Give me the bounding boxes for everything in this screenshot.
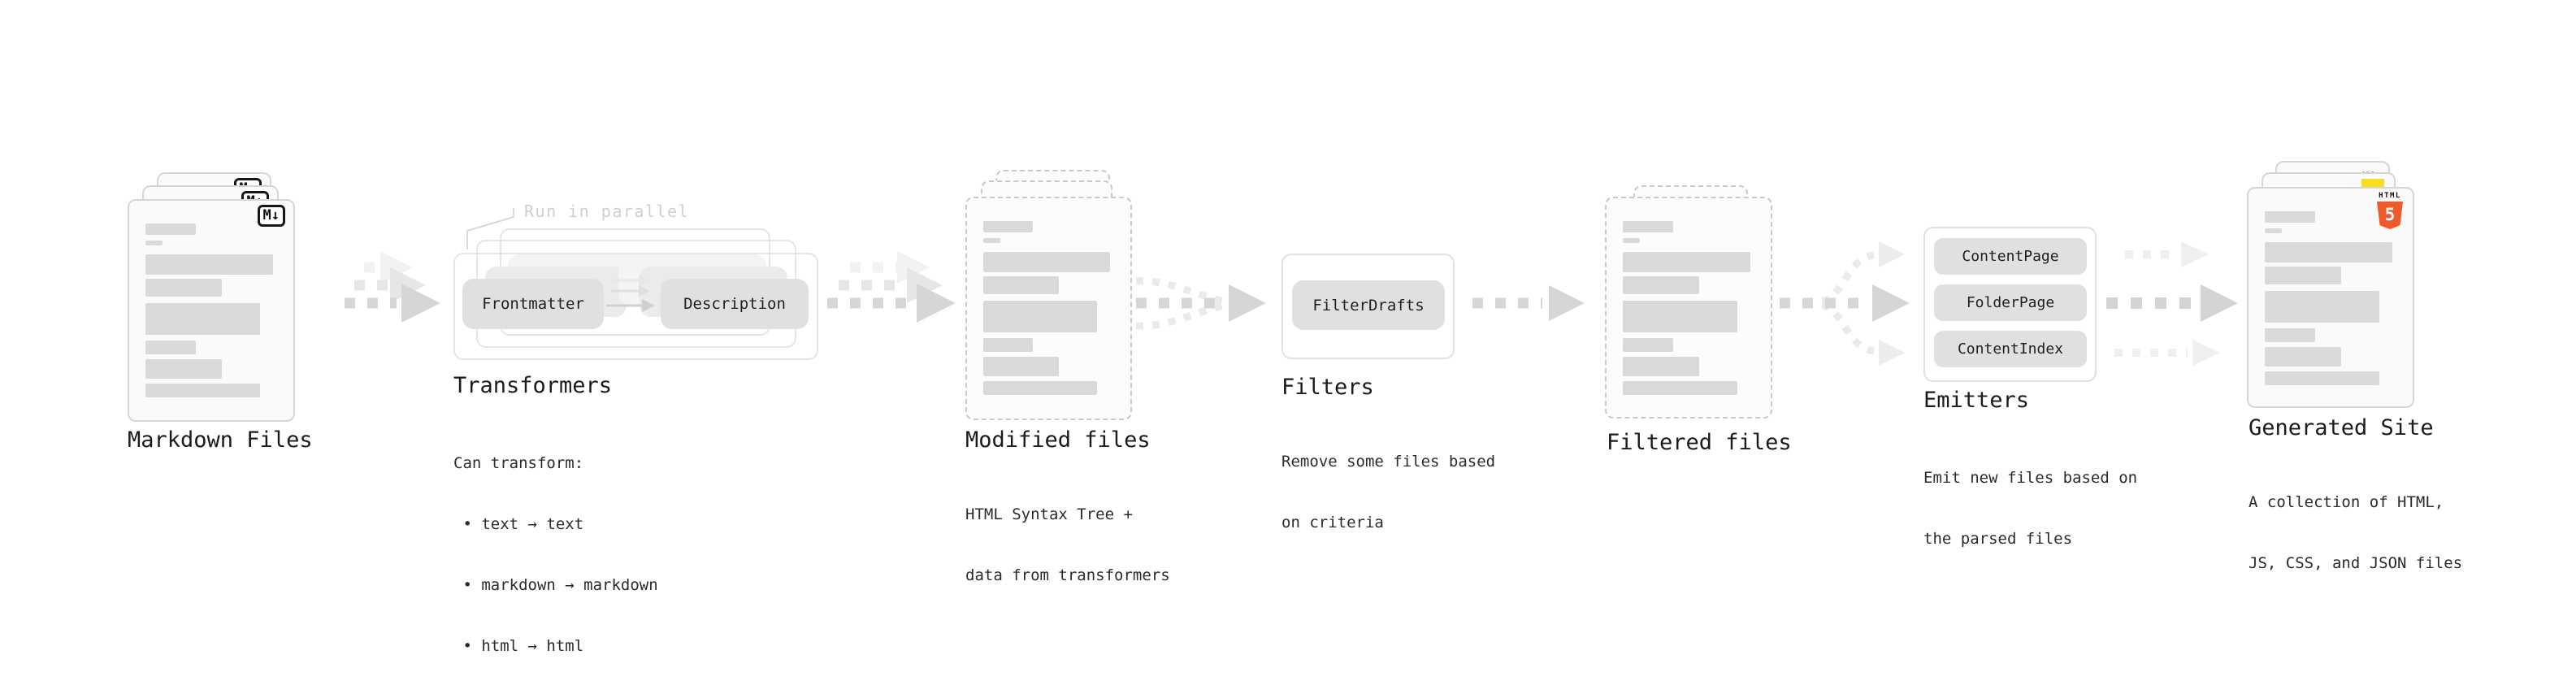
html5-icon-shield: 5 [2377,202,2403,229]
markdown-icon: M↓ [257,205,285,227]
desc-line: data from transformers [965,566,1170,584]
text-line-bar [145,340,196,354]
text-line-bar [1623,357,1699,376]
filtered-file-card-front [1605,197,1772,419]
arrow-filtered-to-emitters-split [1780,241,1910,366]
stage-desc-modified-files: HTML Syntax Tree + data from transformer… [965,464,1170,627]
arrow-transformers-to-modified [827,251,956,323]
desc-line: HTML Syntax Tree + [965,505,1133,523]
text-line-bar [2265,291,2379,323]
desc-line: • text → text [453,515,584,533]
desc-line: Emit new files based on [1923,469,2138,487]
folder-page-node: FolderPage [1934,284,2087,321]
text-line-bar [2265,328,2315,342]
transformer-frame-front [453,253,818,360]
text-line-bar [983,221,1034,232]
text-line-bar [2265,228,2283,233]
stage-title-filtered-files: Filtered files [1607,430,1792,455]
stage-title-modified-files: Modified files [965,427,1151,453]
desc-line: • markdown → markdown [453,576,658,594]
arrow-markdown-to-transformers [345,251,440,323]
text-line-bar [145,384,260,397]
stage-desc-generated-site: A collection of HTML, JS, CSS, and JSON … [2249,452,2462,614]
content-index-node: ContentIndex [1934,331,2087,367]
text-line-bar [1623,276,1699,294]
text-line-bar [983,357,1060,376]
desc-line: Remove some files based [1281,453,1496,471]
text-line-bar [983,238,1000,243]
stage-desc-emitters: Emit new files based on the parsed files [1923,427,2137,590]
desc-line: on criteria [1281,514,1384,531]
stage-desc-transformers: Can transform: • text → text • markdown … [453,413,658,681]
desc-line: Can transform: [453,454,584,472]
text-line-bar [1623,221,1673,232]
description-node: Description [661,279,809,329]
document-content-placeholder [2249,189,2413,406]
text-line-bar [2265,371,2379,385]
text-line-bar [1623,238,1641,243]
text-line-bar [1623,381,1737,395]
arrow-emitters-to-generated [2106,241,2238,366]
text-line-bar [983,276,1060,294]
filter-drafts-node: FilterDrafts [1292,280,1445,330]
desc-line: A collection of HTML, [2249,493,2444,511]
markdown-file-card-front: M↓ [128,199,295,422]
modified-file-card-front [965,197,1132,420]
text-line-bar [1623,252,1751,272]
text-line-bar [145,279,222,297]
run-in-parallel-annotation: Run in parallel [524,202,690,221]
text-line-bar [2265,211,2315,223]
generated-file-card-html: HTML 5 [2247,187,2414,408]
document-content-placeholder [1607,198,1771,417]
text-line-bar [2265,242,2393,262]
document-content-placeholder [967,198,1130,419]
text-line-bar [2265,347,2341,367]
desc-line: • html → html [453,637,584,655]
text-line-bar [983,338,1034,352]
stage-desc-filters: Remove some files based on criteria [1281,411,1495,574]
text-line-bar [983,381,1098,395]
arrow-filters-to-filtered [1472,285,1585,321]
text-line-bar [983,301,1098,332]
text-line-bar [1623,338,1673,352]
html5-icon: HTML 5 [2375,192,2405,229]
desc-line: JS, CSS, and JSON files [2249,554,2463,572]
text-line-bar [145,223,196,235]
content-page-node: ContentPage [1934,238,2087,275]
stage-title-emitters: Emitters [1923,388,2030,413]
text-line-bar [145,303,260,335]
document-content-placeholder [129,201,293,420]
text-line-bar [145,359,222,379]
text-line-bar [1623,301,1737,332]
stage-title-transformers: Transformers [453,373,613,398]
frontmatter-node: Frontmatter [462,279,604,329]
text-line-bar [145,241,163,245]
desc-line: the parsed files [1923,530,2073,548]
stage-title-filters: Filters [1281,375,1374,400]
text-line-bar [145,254,274,275]
arrow-modified-to-filters-merge [1135,277,1266,330]
text-line-bar [2265,267,2341,284]
text-line-bar [983,252,1111,272]
stage-title-markdown-files: Markdown Files [128,427,313,453]
stage-title-generated-site: Generated Site [2249,415,2434,440]
html5-icon-label: HTML [2379,192,2401,200]
